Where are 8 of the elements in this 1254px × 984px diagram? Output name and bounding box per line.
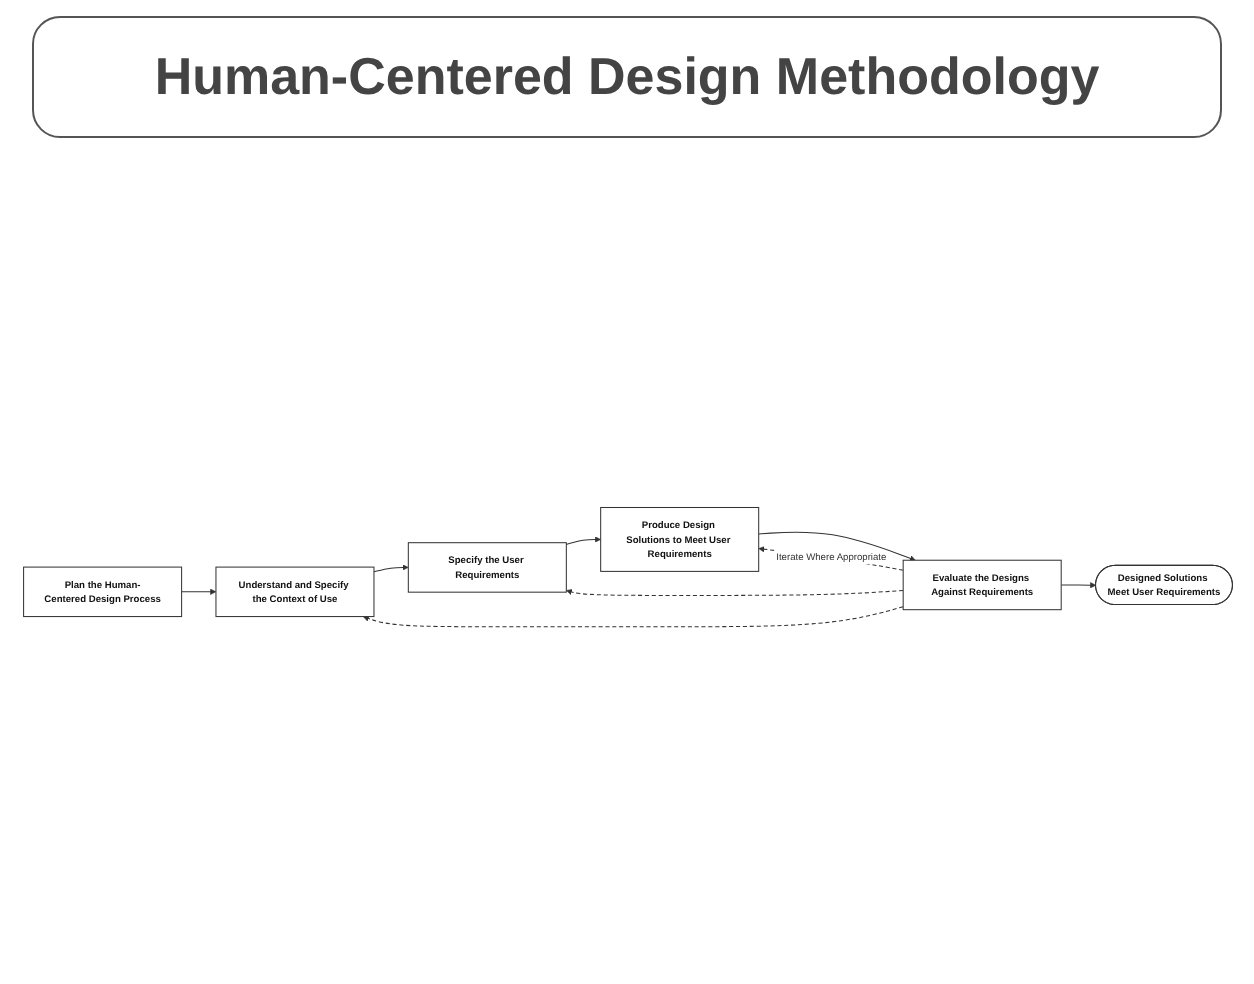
- arrow: [564, 536, 600, 545]
- arrow: [757, 531, 915, 562]
- title-banner: Human-Centered Design Methodology: [32, 16, 1222, 138]
- arrow: [372, 564, 408, 573]
- arrow: [1059, 582, 1096, 589]
- arrow: [565, 588, 903, 596]
- arrow: [361, 606, 903, 628]
- arrow: [180, 588, 216, 595]
